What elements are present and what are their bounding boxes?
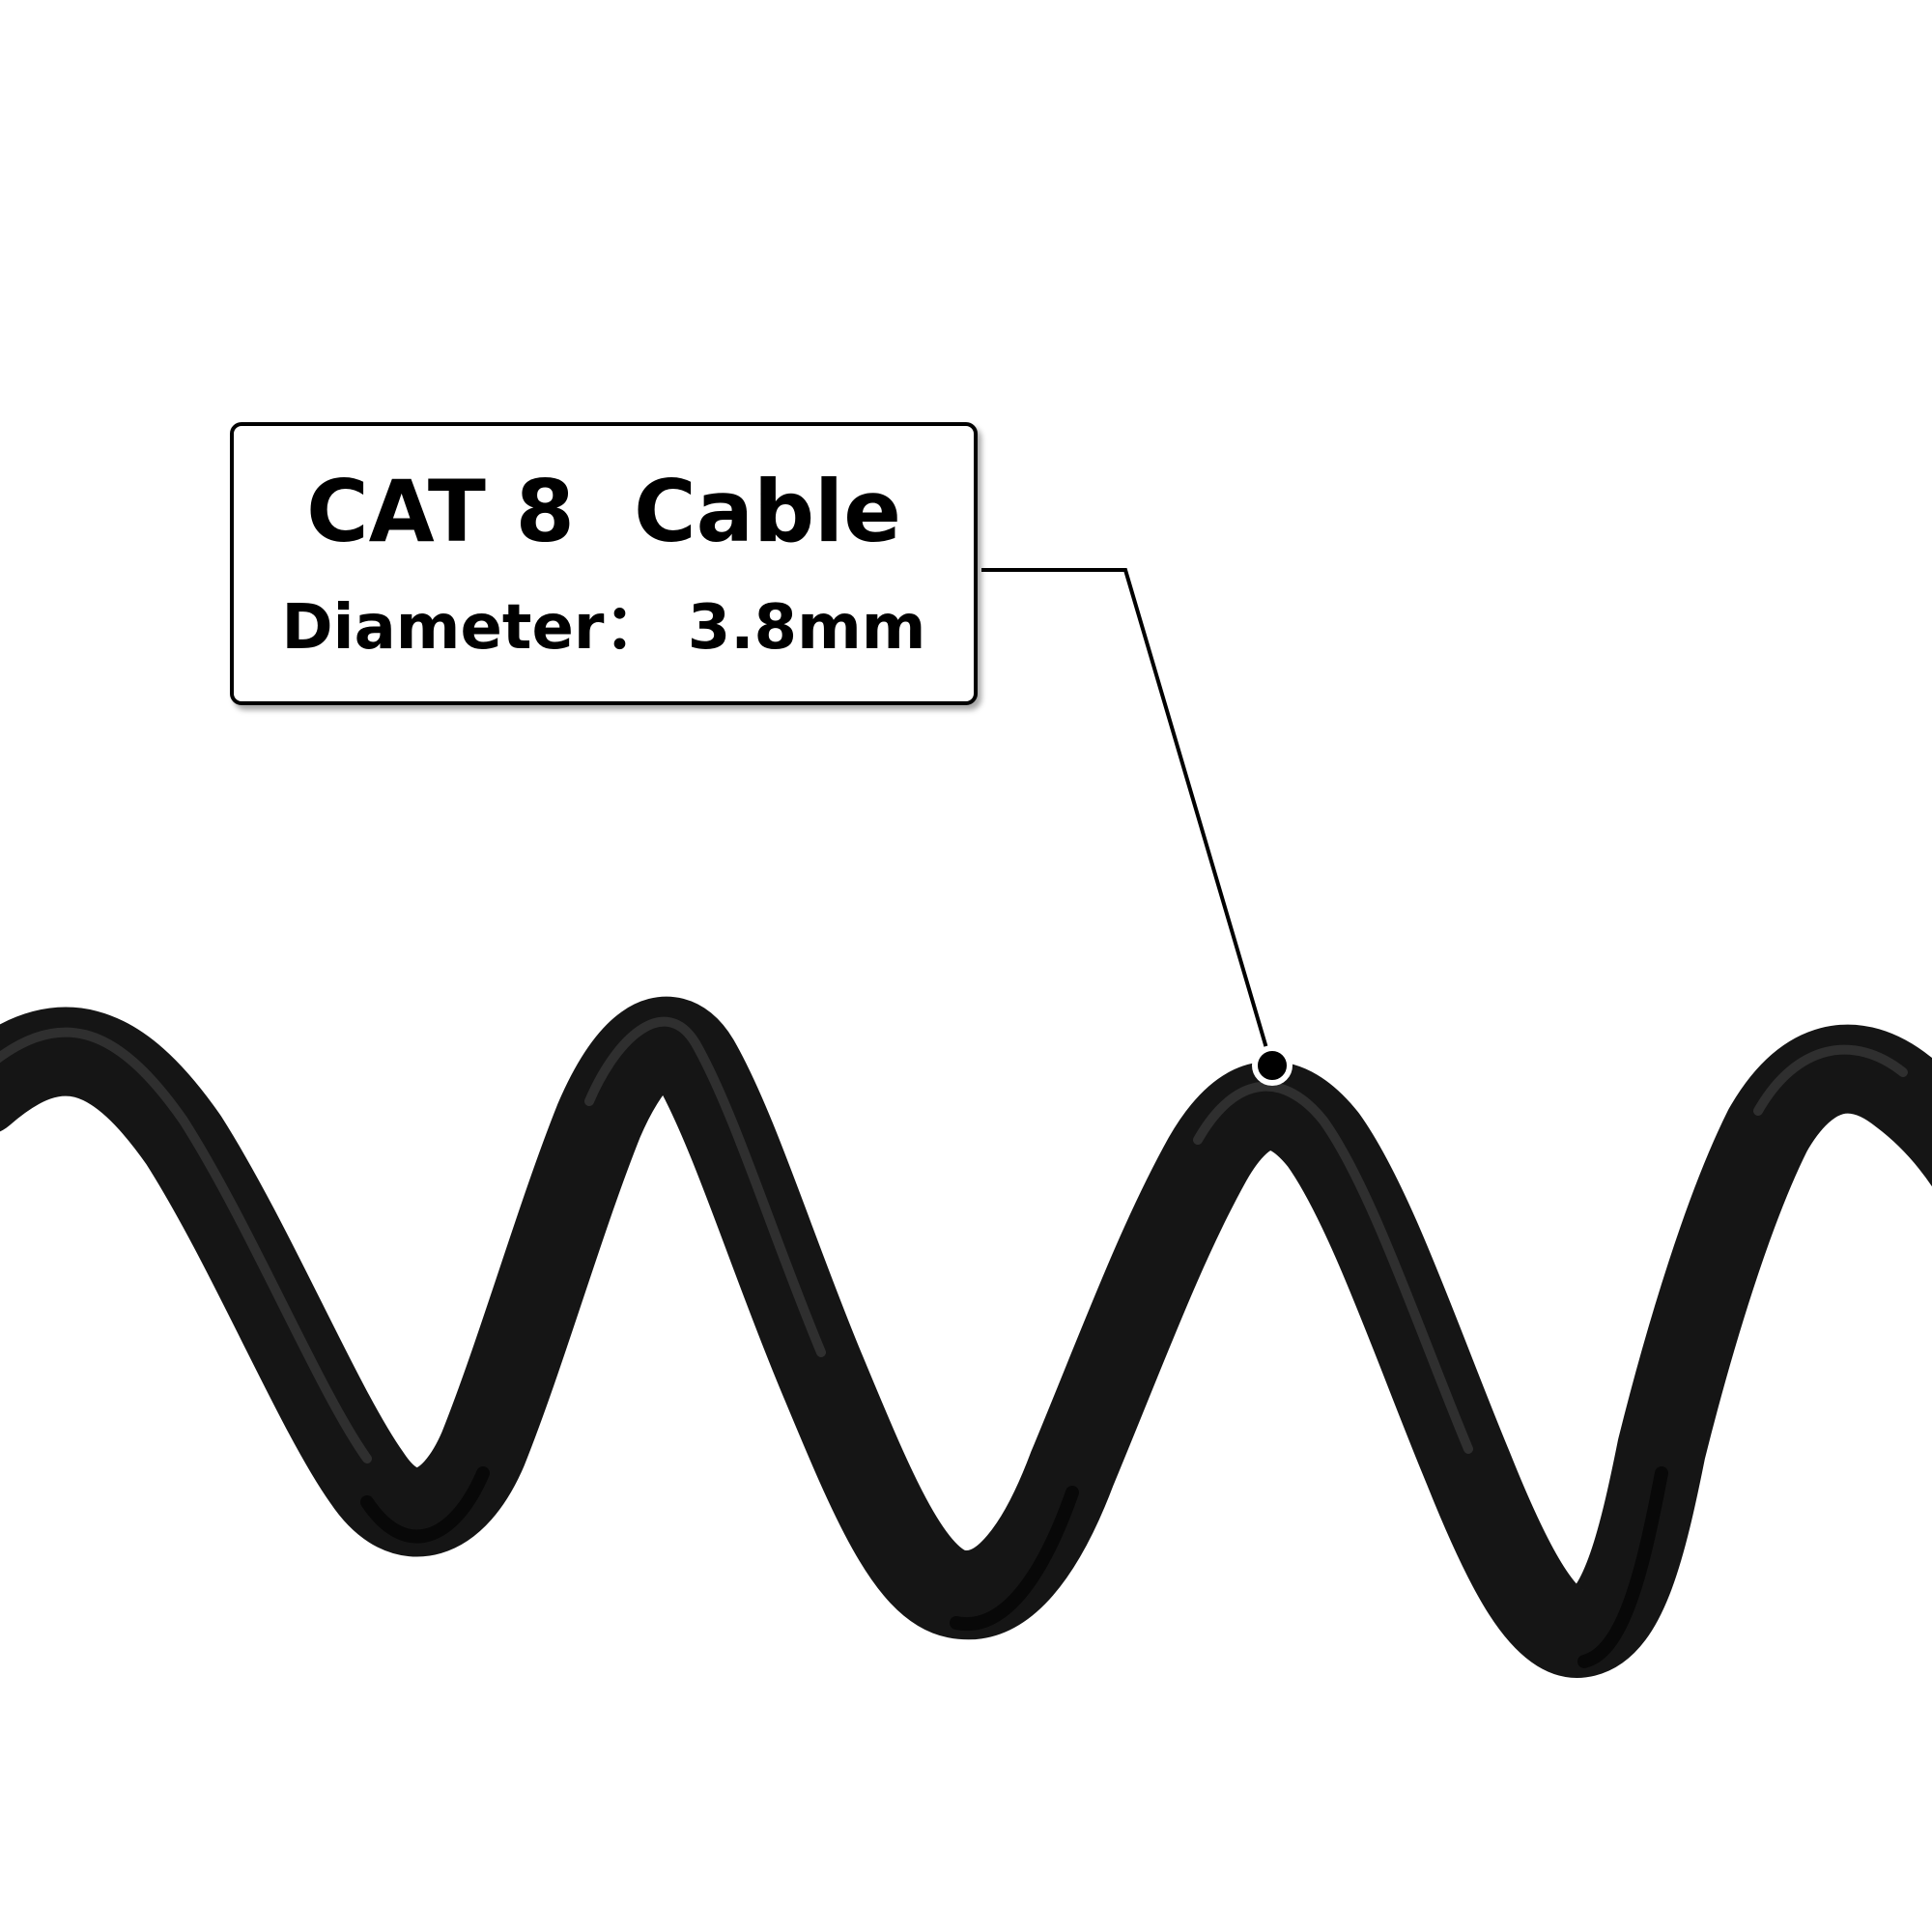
callout-box: CAT 8 Cable Diameter： 3.8mm: [230, 422, 978, 705]
callout-title: CAT 8 Cable: [306, 461, 901, 561]
callout-leader-line: [981, 568, 1273, 1065]
callout-marker: [1252, 1045, 1293, 1086]
coiled-cable: [0, 996, 1932, 1678]
callout-subtitle: Diameter： 3.8mm: [281, 591, 926, 664]
cable-highlight: [0, 1016, 1908, 1463]
cable-shadow: [360, 1466, 1668, 1668]
